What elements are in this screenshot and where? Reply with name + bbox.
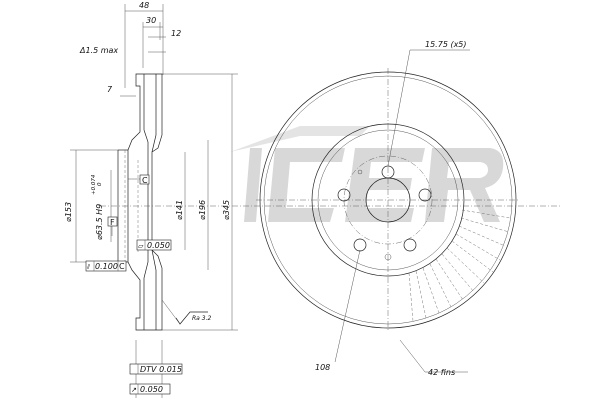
dim-48: 48 bbox=[139, 1, 149, 10]
gdt-flatness-value: 0.050 bbox=[147, 241, 170, 250]
gdt-dtv: DTV 0.015 bbox=[140, 365, 182, 374]
datum-c: C bbox=[142, 176, 148, 185]
pcd-label: 108 bbox=[315, 363, 330, 372]
gdt-parallel-value: 0.100 bbox=[95, 262, 118, 271]
watermark-logo bbox=[230, 126, 504, 222]
dim-7: 7 bbox=[107, 85, 113, 94]
bolt-hole-5 bbox=[337, 188, 351, 202]
bolt-hole-2 bbox=[418, 188, 432, 202]
gdt-runout-frame bbox=[129, 383, 171, 395]
datum-f-box bbox=[107, 216, 118, 227]
front-view: 15.75 (x5) 108 42 fins bbox=[256, 40, 520, 377]
gdt-flatness-frame bbox=[136, 239, 172, 251]
dim-d196: ⌀196 bbox=[198, 200, 207, 220]
locator-hole-2 bbox=[357, 169, 363, 175]
dim-12: 12 bbox=[171, 29, 181, 38]
gdt-parallel-ref: C bbox=[119, 262, 125, 271]
fins-label: 42 fins bbox=[428, 368, 455, 377]
dim-d63-h9: ⌀63.5 H9 bbox=[95, 204, 104, 240]
gdt-dtv-frame bbox=[129, 363, 183, 375]
dim-tol-upper: +0.074 bbox=[91, 174, 97, 195]
gdt-flatness-symbol: ⏥ bbox=[138, 242, 144, 250]
dim-d345: ⌀345 bbox=[222, 200, 231, 220]
dim-runout-max: Δ1.5 max bbox=[79, 46, 118, 55]
dim-d141: ⌀141 bbox=[175, 200, 184, 220]
bolt-hole-label: 15.75 (x5) bbox=[425, 40, 467, 49]
gdt-runout-symbol: ↗ bbox=[131, 386, 137, 394]
gdt-parallel-symbol: ⫽ bbox=[86, 263, 91, 271]
side-section-view: 48 30 12 Δ1.5 max 7 ⌀153 ⌀63.5 H9 +0.074 bbox=[64, 1, 560, 398]
bolt-hole-4 bbox=[353, 238, 367, 252]
roughness-value: Ra 3.2 bbox=[192, 315, 211, 322]
gdt-parallel-frame bbox=[85, 260, 127, 272]
locator-hole bbox=[384, 253, 392, 261]
cooling-fins bbox=[408, 209, 511, 322]
dim-tol-lower: 0 bbox=[97, 182, 103, 186]
dim-d153: ⌀153 bbox=[64, 202, 73, 222]
datum-f: F bbox=[110, 218, 115, 227]
gdt-runout-value: 0.050 bbox=[140, 385, 163, 394]
bolt-hole-3 bbox=[403, 238, 417, 252]
dim-30: 30 bbox=[146, 16, 156, 25]
datum-c-box bbox=[139, 174, 150, 185]
